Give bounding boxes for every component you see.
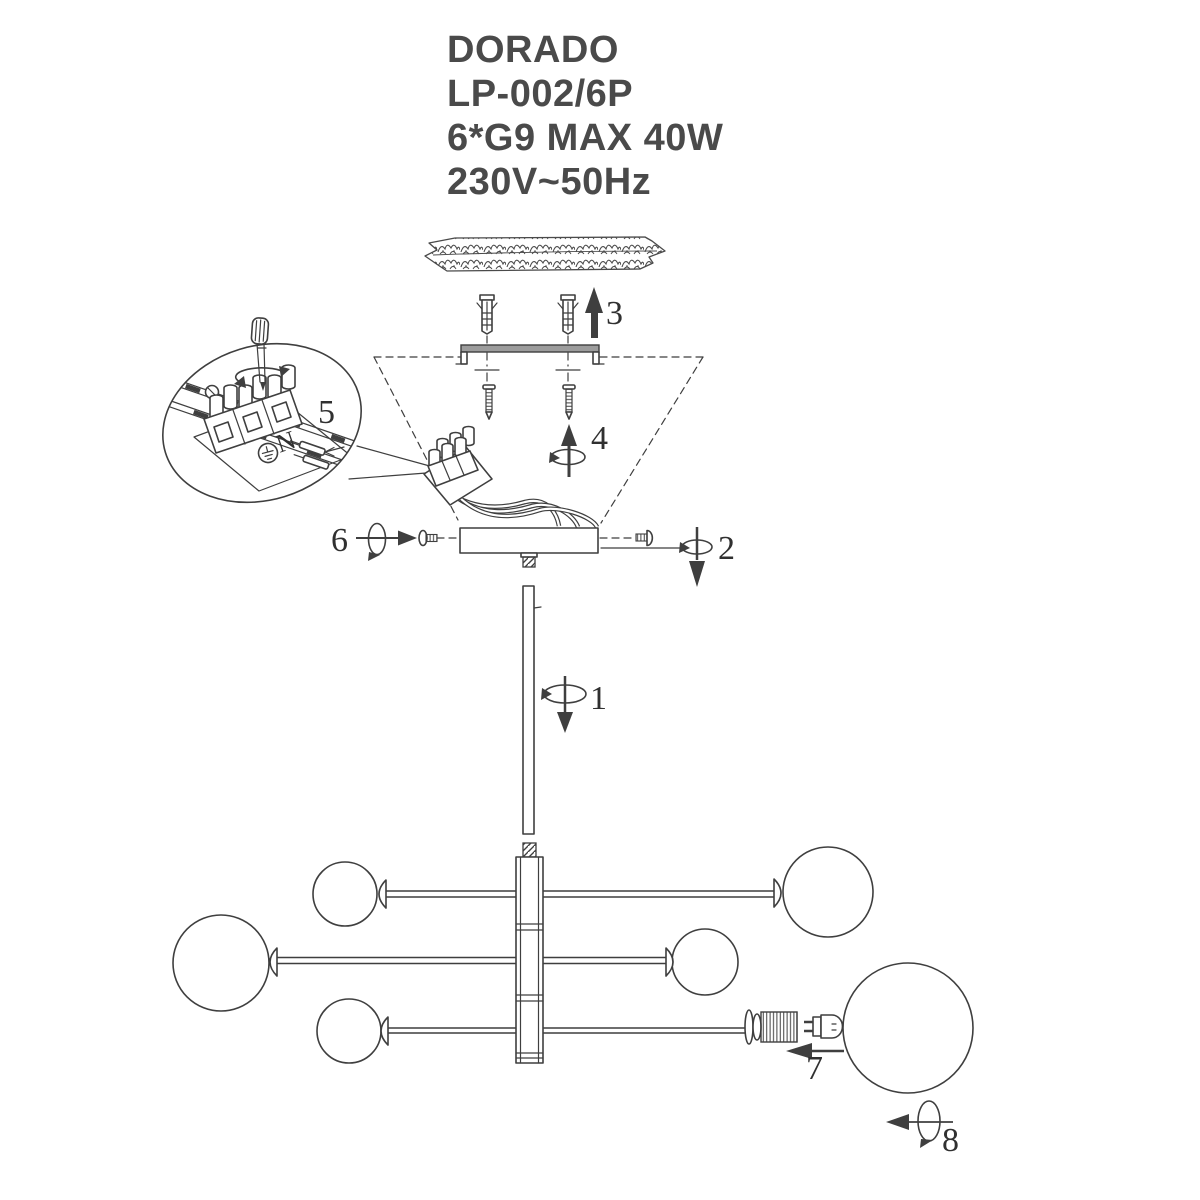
mount-screw-left [482, 384, 496, 420]
wire-ferrules [289, 440, 330, 470]
glass-globe-top-left [312, 861, 378, 927]
glass-globe-top-right [782, 846, 874, 938]
step-6-right-arrow-icon [356, 530, 417, 546]
step-6-rotate-arrow-icon [367, 522, 387, 561]
wall-plug-left [476, 294, 498, 335]
screwdriver-rotate-arc-icon [234, 366, 290, 388]
mounting-bracket [455, 344, 605, 365]
projection-dashed-lines [373, 335, 704, 524]
wall-plug-right [557, 294, 579, 335]
step-4-rotate-arrow-icon [549, 424, 586, 477]
bulb-spec: 6*G9 MAX 40W [447, 117, 723, 159]
step-4-label: 4 [591, 420, 608, 457]
screwdriver-icon [250, 317, 270, 391]
earth-ground-icon [257, 442, 279, 464]
threaded-nipple [520, 552, 538, 568]
mount-screw-right [562, 384, 576, 420]
step-1-label: 1 [590, 680, 607, 717]
glass-globe-mid-left [172, 914, 270, 1012]
arm-sockets [269, 878, 782, 1046]
threaded-rod [522, 585, 542, 835]
mounting-plate [459, 527, 599, 554]
step-3-label: 3 [606, 295, 623, 332]
step-8-rotate-arrow-icon [886, 1100, 953, 1148]
step-8-label: 8 [942, 1122, 959, 1159]
wiring-detail-balloon: N 5 [156, 317, 368, 504]
terminal-block [203, 364, 303, 454]
model-number: LP-002/6P [447, 73, 633, 115]
step-6-label: 6 [331, 522, 348, 559]
rod-connector [522, 842, 537, 858]
lamp-arms [276, 890, 775, 1034]
glass-globe-mid-right [671, 928, 739, 996]
step-1-rotate-arrow-icon [541, 676, 587, 733]
step-3-up-arrow-icon [585, 287, 603, 338]
ceiling-cross-section [424, 236, 666, 272]
lamp-column [515, 856, 544, 1064]
voltage-spec: 230V~50Hz [447, 161, 651, 203]
glass-globe-bottom-right [842, 962, 974, 1094]
step-7-label: 7 [806, 1050, 823, 1087]
step-2-rotate-arrow-icon [679, 527, 713, 587]
insert-left-arrow-icon [324, 446, 345, 457]
g9-socket [744, 1009, 798, 1045]
g9-bulb [804, 1014, 844, 1039]
glass-globe-bottom-left [316, 998, 382, 1064]
step-5-label: 5 [318, 394, 335, 431]
lamp-wires [443, 488, 600, 529]
keyhole-ticks [474, 369, 581, 382]
step-7-left-arrow-icon [786, 1043, 844, 1059]
junction-terminal-block [423, 425, 493, 506]
step-2-label: 2 [718, 530, 735, 567]
title-block: DORADO LP-002/6P 6*G9 MAX 40W 230V~50Hz [447, 29, 723, 203]
plate-screw-right [635, 529, 654, 547]
product-name: DORADO [447, 29, 619, 71]
plate-screw-left [418, 529, 438, 547]
